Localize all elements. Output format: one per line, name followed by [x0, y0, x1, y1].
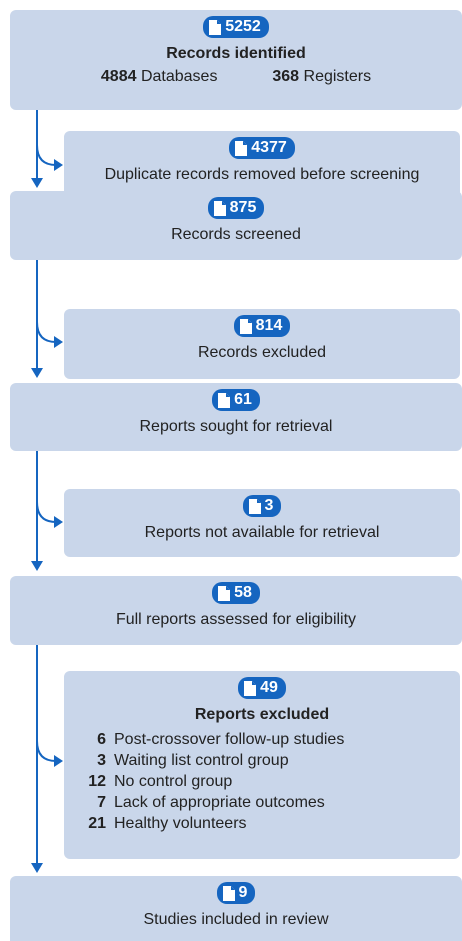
count-badge: 5252 — [203, 16, 269, 38]
branch-arrow-icon — [36, 741, 63, 767]
document-icon — [222, 885, 235, 901]
registers-label: Registers — [303, 67, 372, 85]
excluded-records-label: Records excluded — [197, 343, 327, 361]
count-badge: 49 — [238, 677, 286, 699]
reports-sought-box: 61 Reports sought for retrieval — [10, 383, 462, 451]
flow-line — [36, 645, 38, 865]
document-icon — [213, 200, 226, 216]
down-arrow-icon — [31, 368, 43, 378]
records-screened-box: 875 Records screened — [10, 191, 462, 260]
document-icon — [218, 585, 231, 601]
reason-count: 21 — [88, 814, 106, 832]
down-arrow-icon — [31, 178, 43, 188]
records-excluded-box: 814 Records excluded — [64, 309, 460, 379]
reason-text: No control group — [114, 772, 233, 790]
databases-count: 4884 — [100, 67, 137, 85]
exclusion-reason: 6 Post-crossover follow-up studies — [76, 729, 460, 750]
identified-count: 5252 — [225, 18, 261, 35]
included-count: 9 — [238, 884, 248, 901]
reports-assessed-box: 58 Full reports assessed for eligibility — [10, 576, 462, 645]
not-available-label: Reports not available for retrieval — [144, 523, 380, 541]
registers-count: 368 — [272, 67, 300, 85]
reason-count: 3 — [97, 751, 106, 769]
sought-label: Reports sought for retrieval — [139, 417, 333, 435]
exclusion-reason: 21 Healthy volunteers — [76, 813, 460, 834]
duplicates-removed-box: 4377 Duplicate records removed before sc… — [64, 131, 460, 201]
sought-count: 61 — [234, 391, 252, 408]
document-icon — [248, 498, 261, 514]
exclusion-reason: 3 Waiting list control group — [76, 750, 460, 771]
branch-arrow-icon — [36, 502, 63, 528]
records-identified-box: 5252 Records identified 4884 Databases 3… — [10, 10, 462, 110]
count-badge: 4377 — [229, 137, 295, 159]
document-icon — [244, 680, 257, 696]
reports-excluded-box: 49 Reports excluded 6 Post-crossover foll… — [64, 671, 460, 859]
down-arrow-icon — [31, 561, 43, 571]
reason-text: Post-crossover follow-up studies — [114, 730, 345, 748]
flow-line — [36, 260, 38, 370]
reason-count: 12 — [88, 772, 106, 790]
databases-label: Databases — [140, 67, 218, 85]
count-badge: 9 — [216, 882, 256, 904]
document-icon — [218, 392, 231, 408]
document-icon — [235, 140, 248, 156]
exclusion-reason: 12 No control group — [76, 771, 460, 792]
assessed-label: Full reports assessed for eligibility — [115, 610, 357, 628]
excluded-records-count: 814 — [255, 317, 283, 334]
document-icon — [209, 19, 222, 35]
down-arrow-icon — [31, 863, 43, 873]
count-badge: 58 — [212, 582, 260, 604]
count-badge: 61 — [212, 389, 260, 411]
not-available-count: 3 — [264, 497, 274, 514]
reason-text: Waiting list control group — [114, 751, 289, 769]
reports-not-available-box: 3 Reports not available for retrieval — [64, 489, 460, 557]
exclusion-reasons-list: 6 Post-crossover follow-up studies 3 Waiti… — [76, 729, 460, 834]
duplicates-count: 4377 — [251, 139, 287, 156]
duplicates-label: Duplicate records removed before screeni… — [104, 165, 420, 183]
screened-label: Records screened — [171, 225, 301, 243]
branch-arrow-icon — [36, 322, 63, 348]
identified-label: Records identified — [166, 44, 306, 62]
reports-excluded-label: Reports excluded — [194, 705, 330, 723]
assessed-count: 58 — [234, 584, 252, 601]
screened-count: 875 — [229, 199, 257, 216]
identified-sources: 4884 Databases 368 Registers — [10, 66, 462, 88]
reason-text: Lack of appropriate outcomes — [114, 793, 325, 811]
reports-excluded-count: 49 — [260, 679, 278, 696]
reason-count: 6 — [97, 730, 106, 748]
count-badge: 875 — [207, 197, 265, 219]
reason-count: 7 — [97, 793, 106, 811]
exclusion-reason: 7 Lack of appropriate outcomes — [76, 792, 460, 813]
count-badge: 3 — [242, 495, 282, 517]
studies-included-box: 9 Studies included in review — [10, 876, 462, 941]
count-badge: 814 — [233, 315, 291, 337]
reason-text: Healthy volunteers — [114, 814, 247, 832]
branch-arrow-icon — [36, 145, 63, 171]
included-label: Studies included in review — [143, 910, 329, 928]
document-icon — [239, 318, 252, 334]
